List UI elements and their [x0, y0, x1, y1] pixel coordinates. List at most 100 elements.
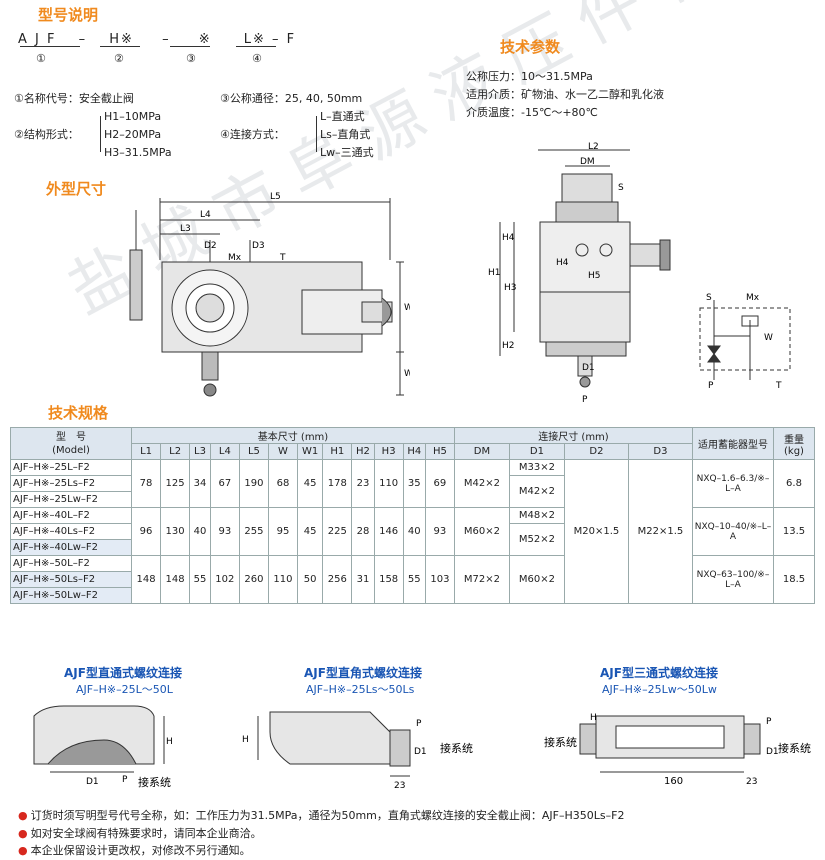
note-3: ●本企业保留设计更改权，对修改不另行通知。 — [18, 844, 251, 857]
value-cell: 55 — [402, 555, 426, 604]
model-item-name: ①名称代号：安全截止阀 — [14, 92, 134, 105]
th-col: H2 — [351, 443, 375, 460]
accumulator-cell: NXQ–1.6–6.3/※–L–A — [692, 459, 774, 508]
code-underline-3 — [170, 46, 210, 47]
model-code: A J F – H※ – ※ L※ – F — [18, 32, 297, 47]
dim-h4-left: H4 — [502, 233, 515, 243]
dm-cell: M72×2 — [453, 555, 510, 604]
straight-h: H — [166, 737, 173, 747]
tech-param-pressure: 公称压力：10～31.5MPa — [466, 70, 593, 83]
value-cell: 130 — [160, 507, 191, 556]
model-item-diameter: ③公称通径：25, 40, 50mm — [220, 92, 363, 105]
value-cell: 40 — [402, 507, 426, 556]
conn-tee-drawing: 接系统 H D1 P 接系统 160 23 — [544, 713, 811, 787]
dim-d2: D2 — [204, 241, 217, 251]
note-2: ●如对安全球阀有特殊要求时，请同本企业商洽。 — [18, 827, 262, 840]
th-col: H5 — [424, 443, 455, 460]
bullet-icon: ● — [18, 809, 28, 822]
connection-brace — [316, 116, 321, 152]
label-p: P — [582, 395, 588, 405]
code-underline-1 — [20, 46, 80, 47]
label-s: S — [618, 183, 624, 193]
value-cell: 93 — [209, 507, 240, 556]
schem-s: S — [706, 293, 712, 303]
weight-cell: 6.8 — [773, 459, 815, 508]
th-col: H1 — [322, 443, 353, 460]
label-t: T — [279, 253, 286, 263]
value-cell: 45 — [296, 459, 324, 508]
dim-d1: D1 — [582, 363, 595, 373]
th-col: D3 — [627, 443, 694, 460]
dim-l3: L3 — [180, 224, 191, 234]
value-cell: 260 — [238, 555, 269, 604]
th-col: L3 — [189, 443, 211, 460]
dim-w1: W1 — [404, 369, 410, 379]
model-cell: AJF–H※–50L–F2 — [10, 555, 132, 572]
connection-lw: Lw–三通式 — [320, 146, 374, 159]
tee-160: 160 — [664, 776, 683, 787]
structure-h2: H2–20MPa — [104, 128, 162, 141]
value-cell: 55 — [189, 555, 211, 604]
value-cell: 103 — [424, 555, 455, 604]
model-cell: AJF–H※–25Lw–F2 — [10, 491, 132, 508]
th-col: L1 — [130, 443, 162, 460]
angle-system: 接系统 — [440, 742, 473, 755]
tech-param-medium: 适用介质：矿物油、水一乙二醇和乳化液 — [466, 88, 664, 101]
model-cell: AJF–H※–50Ls–F2 — [10, 571, 132, 588]
conn-straight-drawing: H D1 P 接系统 — [33, 705, 173, 789]
value-cell: 225 — [322, 507, 353, 556]
circled-2: ② — [114, 52, 124, 65]
straight-d1: D1 — [86, 777, 99, 787]
spec-table: 型 号(Model) 基本尺寸 (mm) 连接尺寸 (mm) 适用蓄能器型号 重… — [10, 427, 815, 604]
tech-param-temperature: 介质温度：-15℃～+80℃ — [466, 106, 598, 119]
connection-ls: Ls–直角式 — [320, 128, 371, 141]
dim-w: W — [404, 303, 410, 313]
dim-l4: L4 — [200, 210, 211, 220]
connection-l: L–直通式 — [320, 110, 365, 123]
angle-p: P — [416, 719, 422, 729]
schem-mx: Mx — [746, 293, 760, 303]
model-cell: AJF–H※–40L–F2 — [10, 507, 132, 524]
circled-4: ④ — [252, 52, 262, 65]
front-view-drawing: L5 L4 L3 D2 D3 Mx T W W1 — [129, 192, 410, 397]
value-cell: 110 — [267, 555, 299, 604]
conn-angle-title: AJF型直角式螺纹连接 — [304, 666, 422, 680]
bullet-icon: ● — [18, 827, 28, 840]
value-cell: 148 — [130, 555, 162, 604]
value-cell: 102 — [209, 555, 240, 604]
value-cell: 67 — [209, 459, 240, 508]
circled-1: ① — [36, 52, 46, 65]
th-col: D2 — [563, 443, 629, 460]
model-item-structure: ②结构形式： — [14, 128, 79, 141]
tee-d1: D1 — [766, 747, 779, 757]
tee-p: P — [766, 717, 772, 727]
note-1: ●订货时须写明型号代号全称，如：工作压力为31.5MPa，通径为50mm，直角式… — [18, 809, 625, 822]
accumulator-cell: NXQ–63–100/※–L–A — [692, 555, 774, 604]
tech-params-title: 技术参数 — [500, 38, 561, 56]
hydraulic-schematic: S Mx P T W — [699, 293, 791, 390]
weight-cell: 13.5 — [773, 507, 815, 556]
value-cell: 146 — [373, 507, 404, 556]
value-cell: 40 — [189, 507, 211, 556]
tee-h: H — [590, 713, 597, 723]
th-basic: 基本尺寸 (mm) — [131, 427, 455, 444]
table-row: AJF–H※–40Lw–F2 — [10, 539, 815, 556]
value-cell: 190 — [238, 459, 269, 508]
angle-23: 23 — [394, 781, 405, 791]
schem-p: P — [708, 381, 714, 390]
th-col: H3 — [373, 443, 404, 460]
value-cell: 255 — [238, 507, 269, 556]
d1-cell: M33×2 — [508, 459, 565, 476]
conn-straight-title: AJF型直通式螺纹连接 — [64, 666, 182, 680]
structure-brace — [100, 116, 105, 152]
value-cell: 96 — [130, 507, 162, 556]
table-row: AJF–H※–50Lw–F2 — [10, 587, 815, 604]
conn-tee-title: AJF型三通式螺纹连接 — [600, 666, 718, 680]
label-mx: Mx — [228, 253, 242, 263]
spec-section-title: 技术规格 — [48, 404, 109, 422]
th-col: L4 — [209, 443, 240, 460]
schem-w: W — [764, 333, 773, 343]
th-col: W1 — [296, 443, 324, 460]
